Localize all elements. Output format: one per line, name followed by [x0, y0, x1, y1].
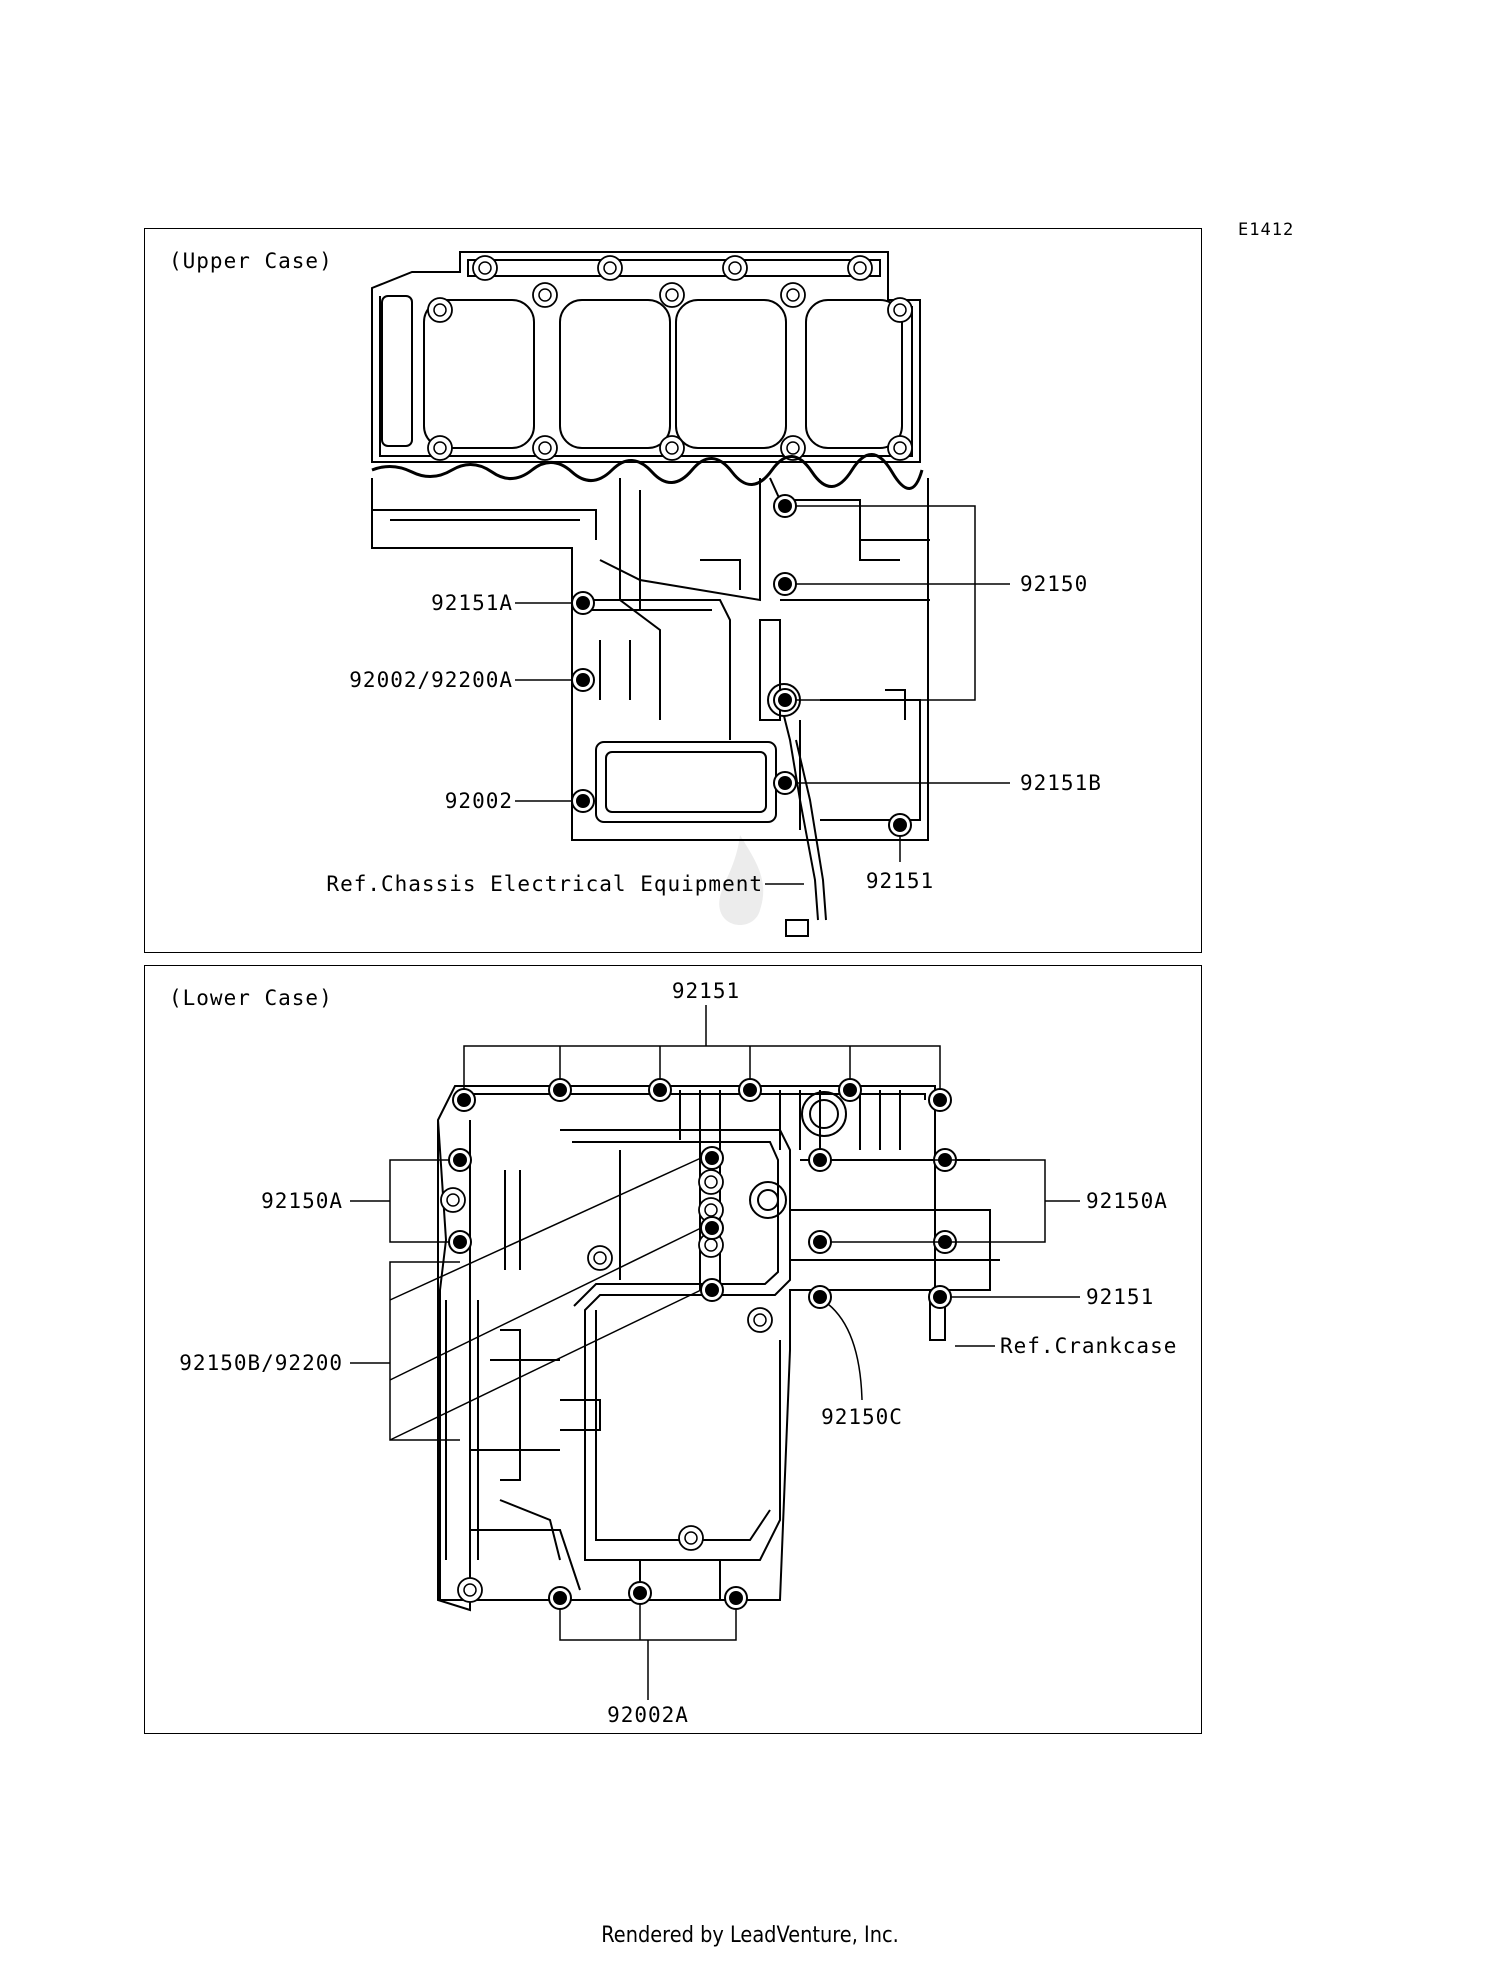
- label-92151-lower-top: 92151: [672, 979, 740, 1003]
- lower-leader-lines: [350, 1005, 1080, 1700]
- label-92150A-left: 92150A: [261, 1189, 343, 1213]
- bolt-92150-c: [773, 688, 797, 712]
- label-92002: 92002: [445, 789, 513, 813]
- bolt-92150-b: [773, 572, 797, 596]
- bolt-92002: [571, 789, 595, 813]
- label-92002-92200A: 92002/92200A: [349, 668, 513, 692]
- label-ref-crankcase: Ref.Crankcase: [1000, 1334, 1177, 1358]
- lower-case-panel: (Lower Case): [144, 965, 1202, 1734]
- lower-crankcase-illustration: [436, 1085, 1000, 1612]
- bolt-92150-a: [773, 494, 797, 518]
- bolt-92151: [888, 813, 912, 837]
- upper-case-panel: (Upper Case): [144, 228, 1202, 953]
- label-92150A-right: 92150A: [1086, 1189, 1168, 1213]
- lower-part-labels: 92151 92150A 92150B/92200 92150A 92151 R…: [179, 979, 1177, 1727]
- diagram-code: E1412: [1238, 220, 1295, 240]
- label-ref-chassis-electrical: Ref.Chassis Electrical Equipment: [326, 872, 763, 896]
- watermark-flame-logo: [719, 835, 764, 925]
- bolt-92151B: [773, 771, 797, 795]
- upper-case-title: (Upper Case): [169, 249, 333, 273]
- label-92150B-92200: 92150B/92200: [179, 1351, 343, 1375]
- upper-leader-lines: [515, 505, 1010, 885]
- label-92151B: 92151B: [1020, 771, 1102, 795]
- label-92151A: 92151A: [431, 591, 513, 615]
- label-92150: 92150: [1020, 572, 1088, 596]
- label-92002A: 92002A: [607, 1703, 689, 1727]
- bolt-92002-92200A: [571, 668, 595, 692]
- label-92150C: 92150C: [821, 1405, 903, 1429]
- label-92151-lower-right: 92151: [1086, 1285, 1154, 1309]
- bolt-92151A: [571, 591, 595, 615]
- label-92151-upper: 92151: [866, 869, 934, 893]
- lower-case-title: (Lower Case): [169, 986, 333, 1010]
- footer-credit: Rendered by LeadVenture, Inc.: [601, 1923, 899, 1948]
- upper-part-labels: 92151A 92002/92200A 92002 Ref.Chassis El…: [326, 572, 1102, 896]
- upper-crankcase-illustration: [371, 251, 930, 937]
